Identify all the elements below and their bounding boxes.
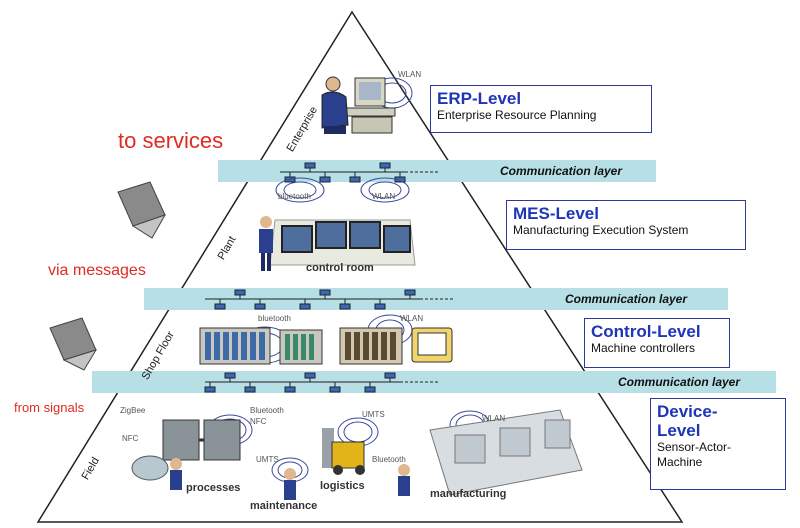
device-level-title-line1: Device- [657,402,718,421]
erp-level-title: ERP-Level [437,89,522,108]
wlan-label-plant: WLAN [372,192,396,201]
device-level-subtitle-line1: Sensor-Actor- [657,440,732,454]
control-level-title: Control-Level [591,322,701,341]
comm-layer-label-2: Communication layer [565,292,688,306]
bluetooth-label-field: Bluetooth [250,406,284,415]
mes-level-subtitle: Manufacturing Execution System [513,223,689,237]
erp-level-subtitle: Enterprise Resource Planning [437,108,597,122]
erp-level-box: ERP-Level Enterprise Resource Planning [430,85,652,133]
umts-label-2: UMTS [256,455,279,464]
control-room-illustration [259,216,416,271]
network-bus-2 [205,289,455,310]
mes-level-title: MES-Level [513,204,599,223]
network-bus-3 [204,372,440,393]
side-label-signals: from signals [14,400,85,415]
device-level-box: Device- Level Sensor-Actor- Machine [650,398,786,490]
device-level-title-line2: Level [657,421,701,440]
side-label-services: to services [118,128,224,153]
nfc-label: NFC [122,434,139,443]
control-level-subtitle: Machine controllers [591,341,696,355]
left-arrow-flags [49,181,167,371]
umts-label: UMTS [362,410,385,419]
field-equipment-illustration [131,409,583,500]
caption-manufacturing: manufacturing [430,488,507,500]
device-level-subtitle-line2: Machine [657,455,703,469]
comm-layer-label-3: Communication layer [618,375,741,389]
nfc-label-2: NFC [250,417,267,426]
side-label-messages: via messages [48,262,146,279]
comm-layer-label-1: Communication layer [500,164,623,178]
caption-maintenance: maintenance [250,500,318,512]
control-level-box: Control-Level Machine controllers [584,318,730,368]
wlan-label-shop: WLAN [400,314,424,323]
caption-control-room: control room [306,262,374,274]
caption-logistics: logistics [320,480,365,492]
zigbee-label: ZigBee [120,406,146,415]
pyramid-outline [36,10,684,523]
enterprise-workstation-illustration [321,76,396,134]
bluetooth-label-plant: bluetooth [278,192,311,201]
wlan-label-field: WLAN [482,414,506,423]
caption-processes: processes [186,482,241,494]
comm-band-3 [92,371,776,393]
controllers-illustration [199,327,453,365]
mes-level-box: MES-Level Manufacturing Execution System [506,200,746,250]
bluetooth-label-field-2: Bluetooth [372,455,406,464]
wlan-label-enterprise: WLAN [398,70,422,79]
bluetooth-label-shop: bluetooth [258,314,291,323]
